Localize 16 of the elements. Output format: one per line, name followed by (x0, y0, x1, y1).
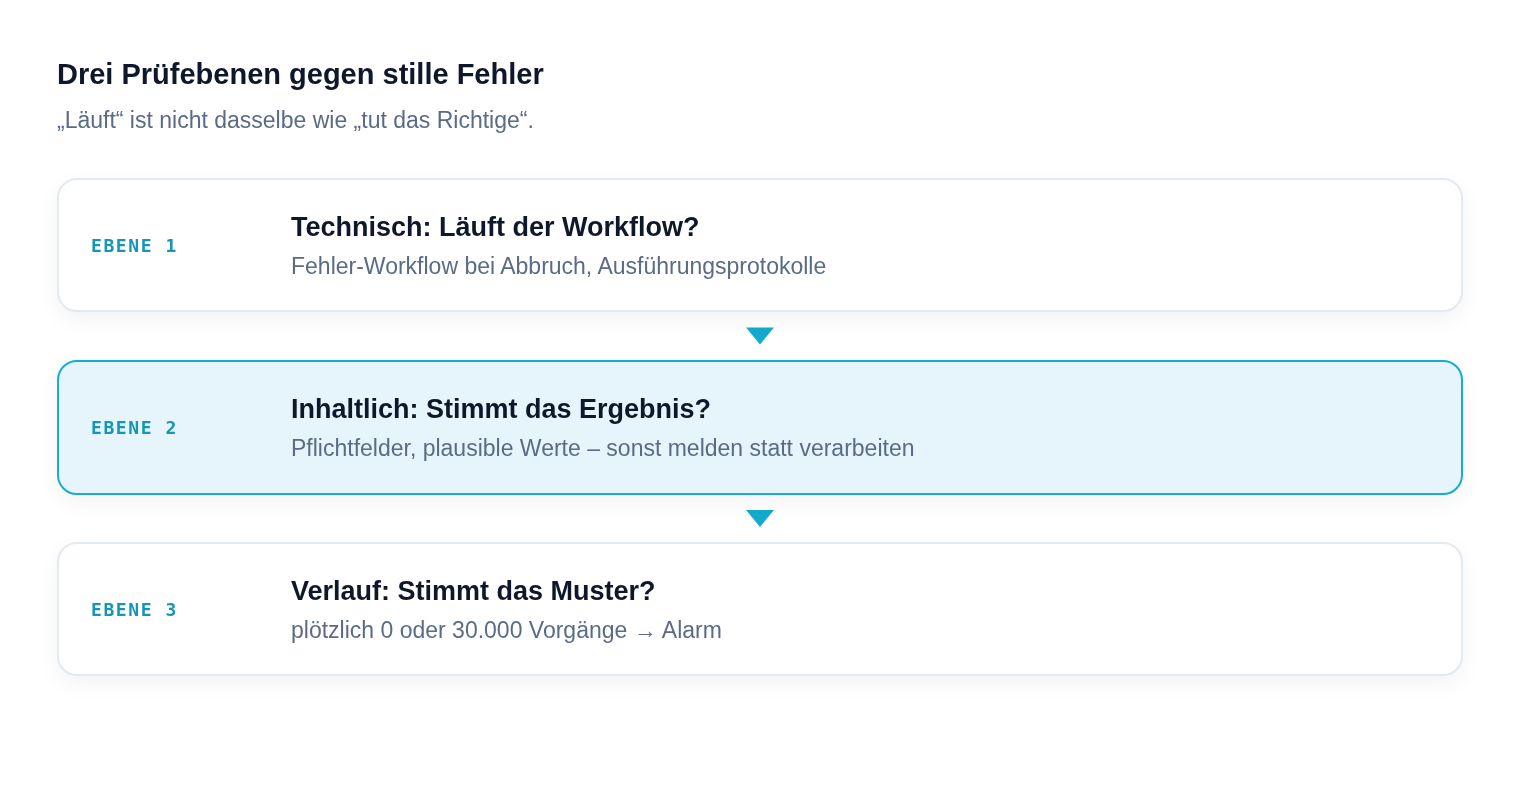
level-label: EBENE 2 (91, 417, 179, 438)
card-heading: Verlauf: Stimmt das Muster? (291, 574, 656, 608)
subtitle: „Läuft“ ist nicht dasselbe wie „tut das Richtige“. (57, 106, 534, 135)
level-card (57, 360, 1463, 495)
level-label: EBENE 1 (91, 234, 179, 256)
arrow (746, 327, 774, 345)
arrow (746, 510, 774, 527)
card-heading: Technisch: Läuft der Workflow? (291, 210, 700, 244)
card-description: Fehler-Workflow bei Abbruch, Ausführungsprotokolle (291, 251, 827, 281)
card-heading: Inhaltlich: Stimmt das Ergebnis? (291, 393, 712, 426)
level-card (57, 178, 1463, 312)
card-description: Pflichtfelder, plausible Werte – sonst melden statt verarbeiten (291, 434, 915, 463)
level-card (57, 542, 1463, 676)
diagram-title: Drei Prüfebenen gegen stille Fehler (57, 57, 544, 92)
card-description: plötzlich 0 oder 30.000 Vorgänge → Alarm (291, 615, 722, 645)
level-label: EBENE 3 (91, 598, 179, 620)
